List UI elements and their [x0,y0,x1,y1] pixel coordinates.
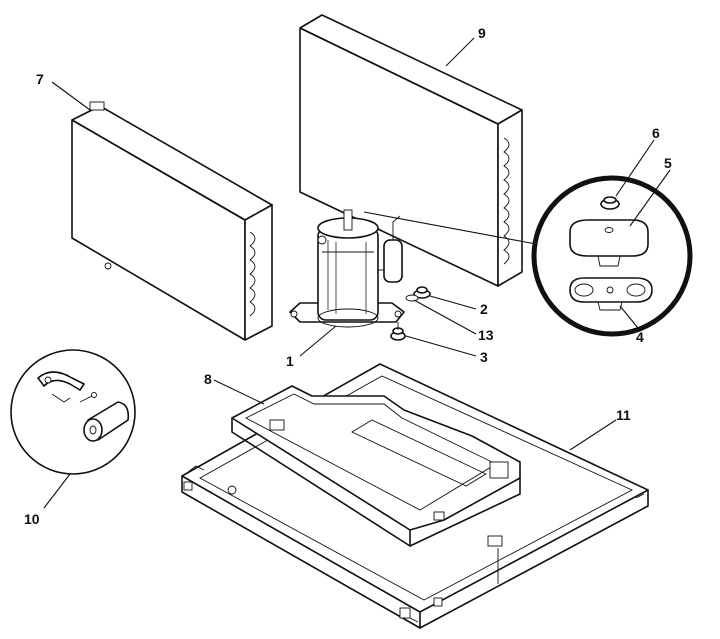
callout-1: 1 [286,353,294,369]
callout-9: 9 [478,25,486,41]
coil-left [71,101,273,341]
nut-6 [600,196,620,210]
bracket-4 [569,277,653,311]
callout-2: 2 [480,301,488,317]
callout-labels: 1 2 3 4 5 6 7 8 9 10 11 13 [24,25,672,527]
callout-10: 10 [24,511,40,527]
detail-circle-mount [531,175,693,337]
callout-11: 11 [616,407,631,423]
callout-8: 8 [204,371,212,387]
callout-7: 7 [36,71,44,87]
detail-pointer [363,211,537,245]
callout-5: 5 [664,155,672,171]
washer-13 [405,294,419,302]
compressor [289,209,405,328]
grommet-2 [413,286,431,299]
clamp-10 [37,371,97,403]
callout-4: 4 [636,329,644,345]
coil-right [299,14,523,287]
drain-pan-8 [231,385,521,547]
detail-circle-clamp [10,349,136,475]
callout-13: 13 [478,327,494,343]
callout-6: 6 [652,125,660,141]
leader-lines [43,37,671,509]
callout-3: 3 [480,349,488,365]
grommet-3 [390,322,406,341]
cushion-5 [569,219,649,267]
capacitor-10 [83,401,130,442]
